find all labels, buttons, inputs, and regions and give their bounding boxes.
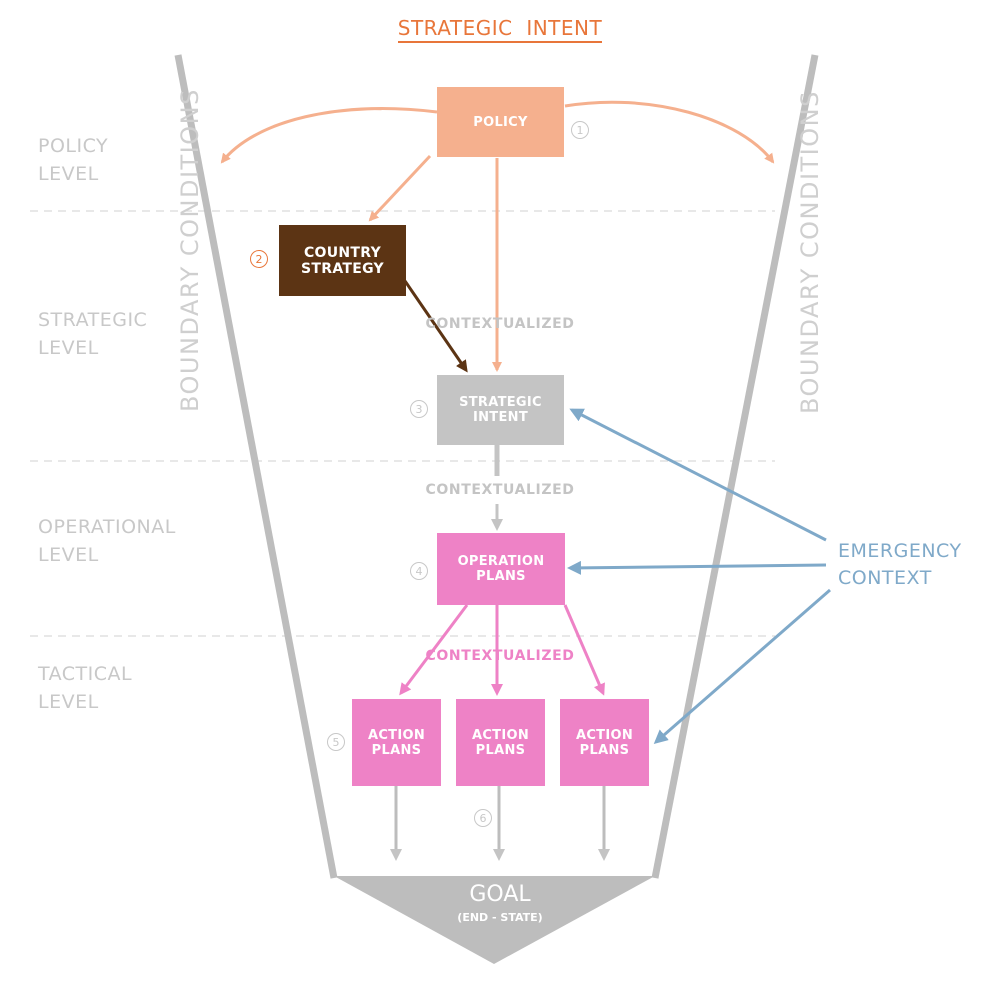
level-strategic-line1: STRATEGIC [38, 309, 148, 331]
contextualized-label-3: CONTEXTUALIZED [425, 648, 575, 664]
strategic-intent-box: STRATEGIC INTENT [437, 375, 564, 445]
arrow-country-to-intent [403, 280, 468, 373]
boundary-conditions-right: BOUNDARY CONDITIONS [796, 90, 824, 414]
strategic-intent-line1: STRATEGIC [459, 395, 542, 410]
step-number-1: 1 [571, 121, 589, 139]
funnel-left-wall [174, 54, 338, 879]
level-policy-line1: POLICY [38, 135, 109, 157]
action-plans-left-line2: PLANS [371, 742, 422, 758]
action-plans-right-line1: ACTION [575, 727, 634, 743]
operation-plans-line2: PLANS [476, 569, 526, 584]
emergency-context-line2: CONTEXT [838, 567, 932, 589]
country-strategy-box: COUNTRY STRATEGY [279, 225, 406, 296]
funnel-right-wall [651, 54, 819, 879]
policy-box: POLICY [437, 87, 564, 157]
level-tactical-line2: LEVEL [38, 691, 99, 713]
emergency-context-line1: EMERGENCY [838, 540, 962, 562]
contextualized-label-1: CONTEXTUALIZED [425, 316, 575, 332]
level-tactical: TACTICAL LEVEL [38, 660, 132, 716]
arrow-operation-to-action-right [563, 604, 605, 696]
action-plans-box-center: ACTION PLANS [456, 699, 545, 786]
arrow-policy-to-country [368, 154, 432, 222]
goal-sublabel: (END - STATE) [457, 911, 543, 924]
action-plans-box-right: ACTION PLANS [560, 699, 649, 786]
action-plans-center-line1: ACTION [471, 727, 530, 743]
policy-box-label: POLICY [473, 114, 528, 130]
diagram-title-text: STRATEGIC INTENT [397, 16, 603, 43]
level-policy: POLICY LEVEL [38, 132, 108, 188]
level-operational: OPERATIONAL LEVEL [38, 513, 176, 569]
operation-plans-line1: OPERATION [457, 554, 545, 569]
boundary-conditions-left: BOUNDARY CONDITIONS [176, 88, 204, 412]
step-number-3: 3 [410, 400, 428, 418]
level-strategic-line2: LEVEL [38, 337, 99, 359]
action-plans-box-left: ACTION PLANS [352, 699, 441, 786]
strategic-intent-line2: INTENT [472, 410, 528, 425]
level-policy-line2: LEVEL [38, 163, 99, 185]
step-number-6: 6 [474, 809, 492, 827]
step-number-2: 2 [250, 250, 268, 268]
level-operational-line2: LEVEL [38, 544, 99, 566]
goal-label: GOAL [469, 882, 531, 907]
operation-plans-box: OPERATION PLANS [437, 533, 565, 605]
level-strategic: STRATEGIC LEVEL [38, 306, 147, 362]
step-number-4: 4 [410, 562, 428, 580]
step-number-5: 5 [327, 733, 345, 751]
level-operational-line1: OPERATIONAL [38, 516, 176, 538]
arrow-emergency-to-action [653, 588, 831, 744]
arrow-emergency-to-operation [567, 560, 827, 575]
goal-funnel-shape [334, 876, 655, 964]
action-plans-right-line2: PLANS [579, 742, 630, 758]
contextualized-label-2: CONTEXTUALIZED [425, 482, 575, 498]
diagram-title: STRATEGIC INTENT [0, 16, 1000, 43]
policy-arc-right [564, 100, 775, 164]
country-strategy-line1: COUNTRY [303, 244, 382, 261]
arrow-operation-to-action-left [399, 604, 469, 696]
country-strategy-line2: STRATEGY [301, 260, 384, 277]
action-plans-center-line2: PLANS [475, 742, 526, 758]
level-tactical-line1: TACTICAL [38, 663, 133, 685]
action-plans-left-line1: ACTION [367, 727, 426, 743]
arrow-emergency-to-intent [569, 408, 827, 542]
emergency-context-label: EMERGENCY CONTEXT [838, 538, 962, 592]
policy-arc-left [220, 107, 438, 164]
